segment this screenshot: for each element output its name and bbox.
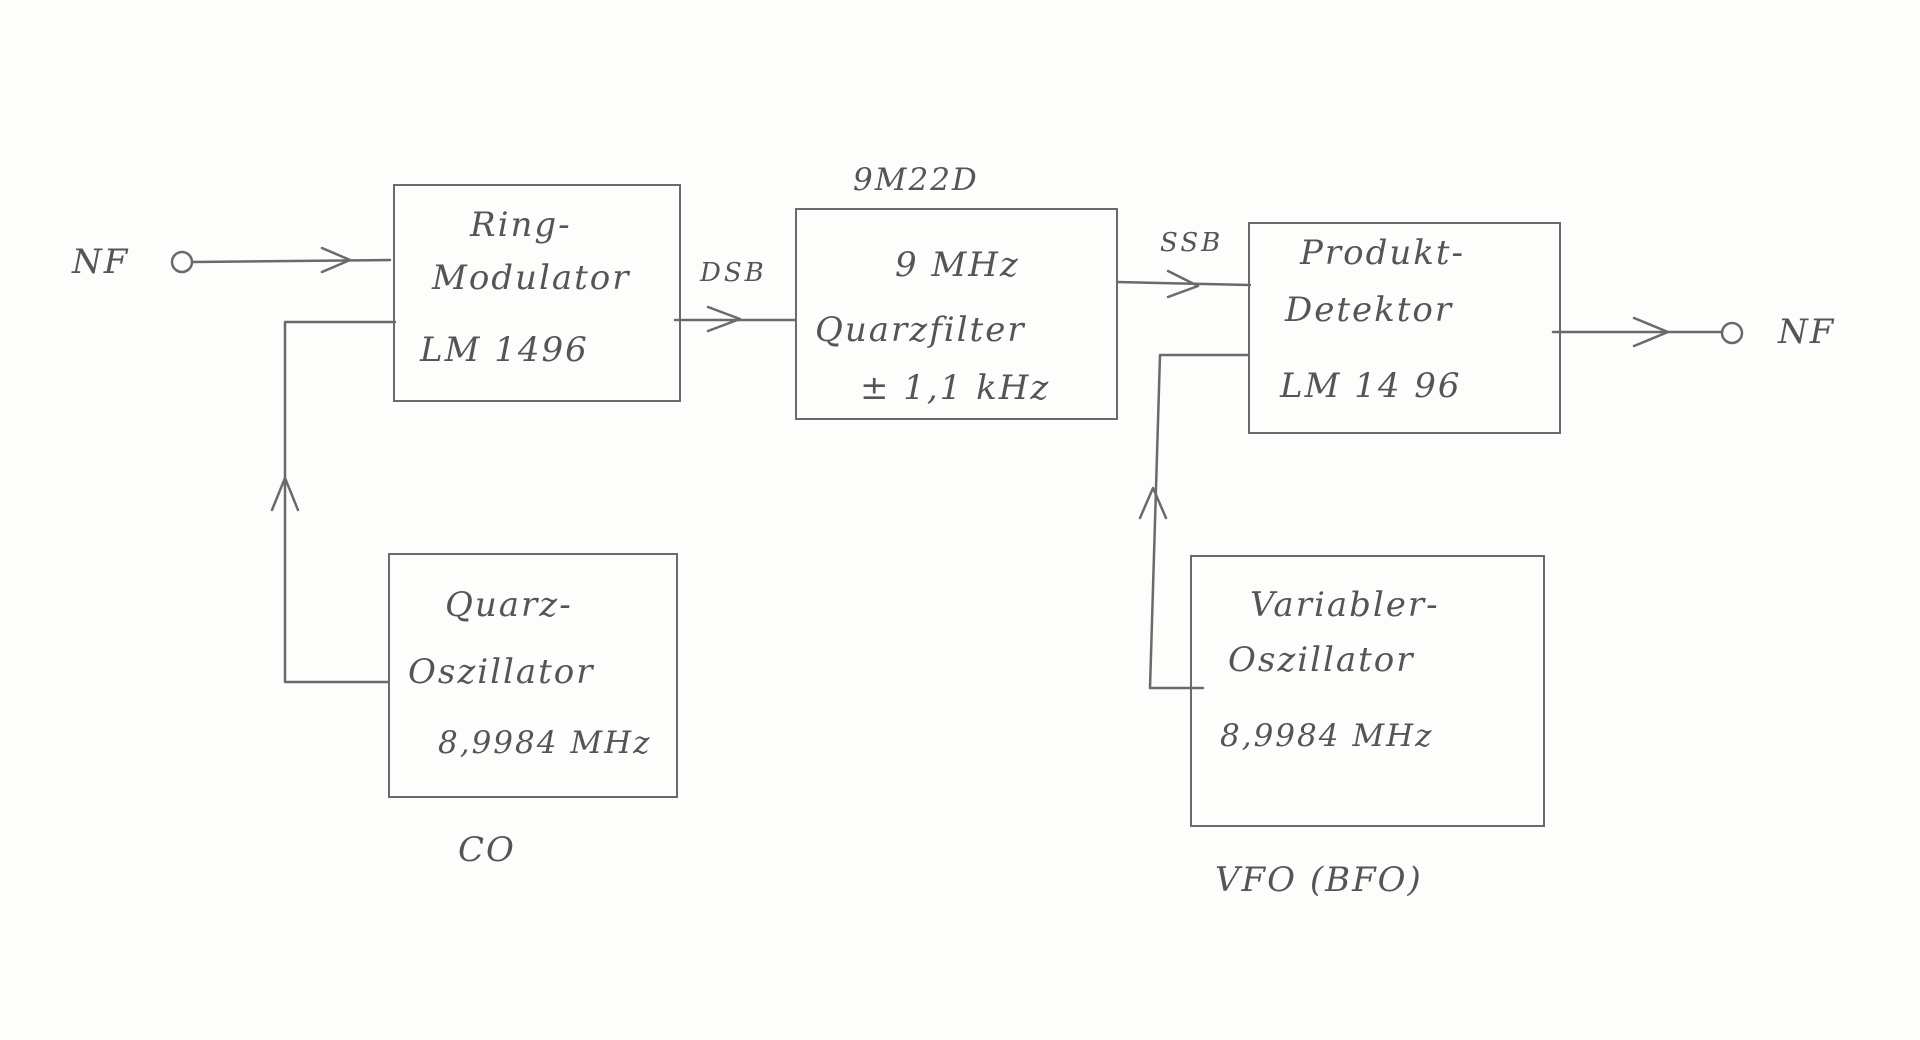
filter-part-number: 9M22D xyxy=(853,162,979,198)
variabler-oszillator-block xyxy=(1190,555,1545,827)
nf-input-terminal xyxy=(170,250,194,274)
co-label: CO xyxy=(458,830,516,870)
ring-modulator-block xyxy=(393,184,681,402)
quarz-oszillator-line2: Oszillator xyxy=(408,652,595,692)
quarz-oszillator-block xyxy=(388,553,678,798)
vfo-bfo-label: VFO (BFO) xyxy=(1215,860,1423,900)
co-feed-wire xyxy=(283,320,397,684)
nf-output-terminal xyxy=(1720,321,1744,345)
vfo-feed-arrow xyxy=(1138,486,1168,520)
ssb-wire xyxy=(1115,280,1252,287)
ring-modulator-ic: LM 1496 xyxy=(420,330,589,370)
ring-modulator-line2: Modulator xyxy=(432,258,631,298)
quarz-oszillator-line1: Quarz- xyxy=(445,585,573,625)
quarzfilter-block xyxy=(795,208,1118,420)
nf-input-arrow xyxy=(320,246,352,274)
dsb-label: DSB xyxy=(700,258,767,288)
dsb-arrow xyxy=(706,305,742,333)
ssb-arrow xyxy=(1166,269,1200,299)
produkt-detektor-line2: Detektor xyxy=(1285,290,1454,330)
ssb-label: SSB xyxy=(1160,228,1224,258)
quarzfilter-bandwidth: ± 1,1 kHz xyxy=(860,368,1051,408)
nf-output-arrow xyxy=(1632,316,1670,348)
quarzfilter-frequency: 9 MHz xyxy=(895,245,1020,285)
produkt-detektor-block xyxy=(1248,222,1561,434)
produkt-detektor-ic: LM 14 96 xyxy=(1280,366,1462,406)
quarzfilter-label: Quarzfilter xyxy=(815,310,1026,350)
variabler-oszillator-line1: Variabler- xyxy=(1250,585,1440,625)
variabler-oszillator-line2: Oszillator xyxy=(1228,640,1415,680)
nf-input-label: NF xyxy=(72,242,130,282)
vfo-feed-wire xyxy=(1148,353,1250,690)
nf-output-label: NF xyxy=(1778,312,1836,352)
variabler-oszillator-frequency: 8,9984 MHz xyxy=(1220,718,1434,754)
ring-modulator-line1: Ring- xyxy=(470,205,572,245)
nf-input-wire xyxy=(190,258,392,264)
quarz-oszillator-frequency: 8,9984 MHz xyxy=(438,725,652,761)
co-feed-arrow xyxy=(270,476,300,512)
produkt-detektor-line1: Produkt- xyxy=(1300,233,1466,273)
